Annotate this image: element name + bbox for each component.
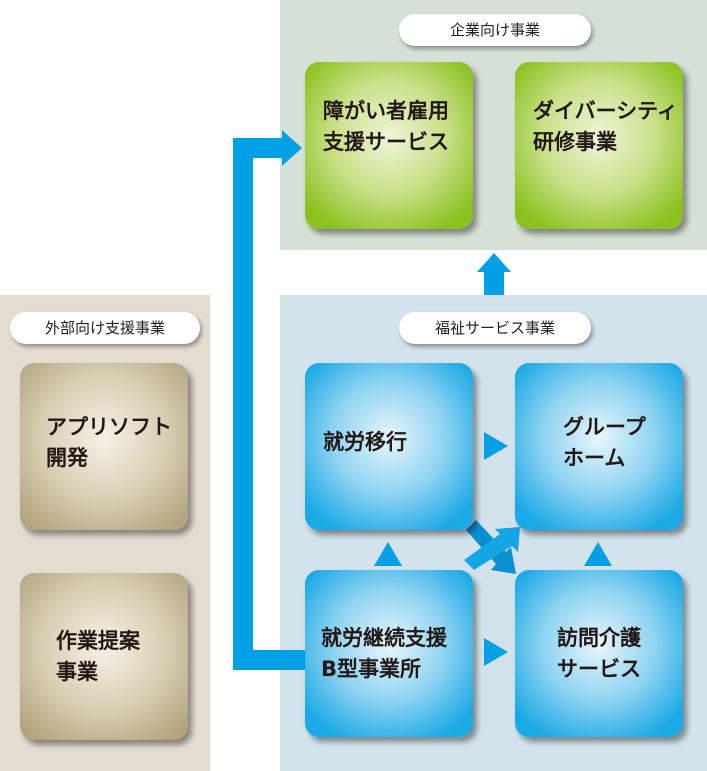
right-arrow-icon	[484, 638, 508, 666]
corporate-title: 企業向け事業	[399, 14, 591, 46]
welfare-title: 福祉サービス事業	[399, 312, 591, 344]
box-label: ダイバーシティ 研修事業	[533, 99, 678, 154]
transition-support-box: 就労移行	[305, 363, 473, 530]
group-home-box: グループ ホーム	[515, 363, 683, 530]
b-type-to-employment-arrow	[233, 130, 305, 670]
b-type-office-box: 就労継続支援 B型事業所	[305, 570, 473, 737]
app-software-box: アプリソフト 開発	[20, 363, 188, 530]
up-arrow-icon	[477, 253, 511, 295]
work-proposal-box: 作業提案 事業	[20, 573, 188, 740]
box-label: 障がい者雇用 支援サービス	[323, 99, 449, 154]
box-label: グループ ホーム	[563, 415, 646, 470]
cross-arrow-up-icon	[464, 527, 520, 570]
box-label: 訪問介護 サービス	[557, 626, 641, 681]
up-arrow-icon	[584, 542, 612, 566]
employment-support-box: 障がい者雇用 支援サービス	[305, 62, 473, 229]
box-label: 就労移行	[323, 430, 407, 455]
home-care-box: 訪問介護 サービス	[515, 570, 683, 737]
box-label: アプリソフト 開発	[46, 415, 172, 470]
up-arrow-icon	[374, 542, 402, 566]
right-arrow-icon	[484, 432, 508, 460]
diversity-training-box: ダイバーシティ 研修事業	[515, 62, 683, 229]
box-label: 作業提案 事業	[56, 629, 140, 684]
external-title: 外部向け支援事業	[10, 312, 200, 344]
box-label: 就労継続支援 B型事業所	[321, 626, 447, 681]
